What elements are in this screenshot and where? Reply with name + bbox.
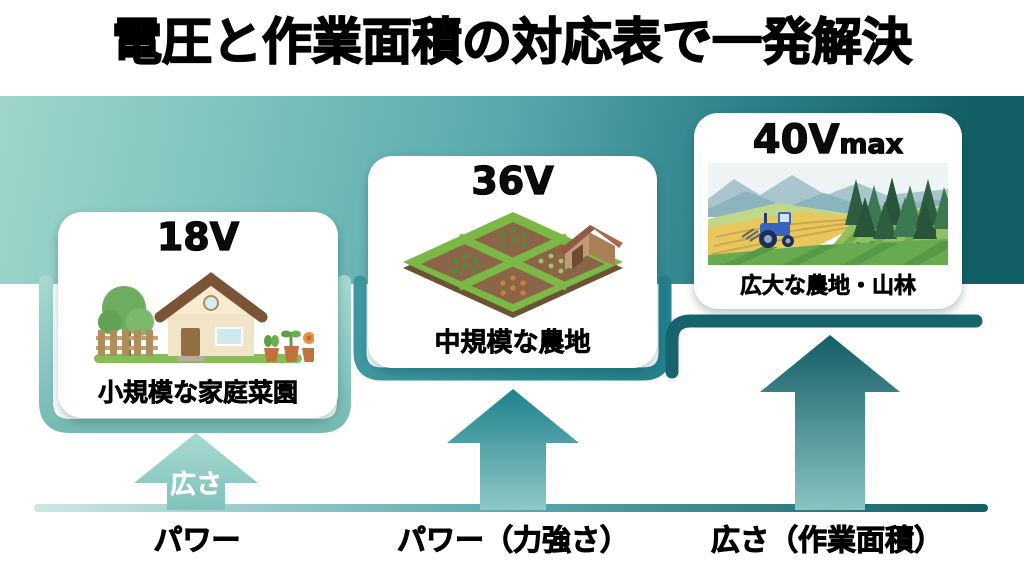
voltage-card-36v: 36V [368, 156, 657, 368]
tractor-icon [741, 212, 794, 248]
axis-label-power: パワー [153, 523, 241, 558]
voltage-suffix: max [839, 128, 904, 160]
up-arrow-large [760, 335, 900, 510]
farmland-and-forest-illustration [708, 163, 948, 265]
card-caption-18v: 小規模な家庭菜園 [97, 378, 299, 408]
voltage-value: 18V [156, 215, 240, 260]
up-arrow-small [134, 433, 258, 510]
isometric-farm-plot-illustration [402, 211, 623, 318]
voltage-label-18v: 18V [156, 215, 240, 260]
step-frame-1 [39, 275, 351, 433]
page-title: 電圧と作業面積の対応表で一発解決 [111, 12, 913, 72]
house-garden-illustration [94, 271, 314, 363]
voltage-value: 36V [471, 159, 555, 204]
voltage-value: 40V [752, 116, 840, 163]
small-arrow-area-label: 広さ [169, 470, 223, 501]
card-caption-36v: 中規模な農地 [434, 328, 591, 359]
step-frame-2 [353, 275, 672, 381]
step-frame-3 [665, 314, 983, 379]
up-arrow-medium [447, 389, 579, 510]
voltage-card-18v: 18V [58, 212, 338, 418]
card-caption-40vmax: 広大な農地・山林 [739, 274, 917, 300]
voltage-label-36v: 36V [471, 159, 555, 204]
axis-label-area-work-area: 広さ（作業面積） [710, 523, 944, 558]
axis-label-power-strength: パワー（力強さ） [396, 523, 630, 558]
